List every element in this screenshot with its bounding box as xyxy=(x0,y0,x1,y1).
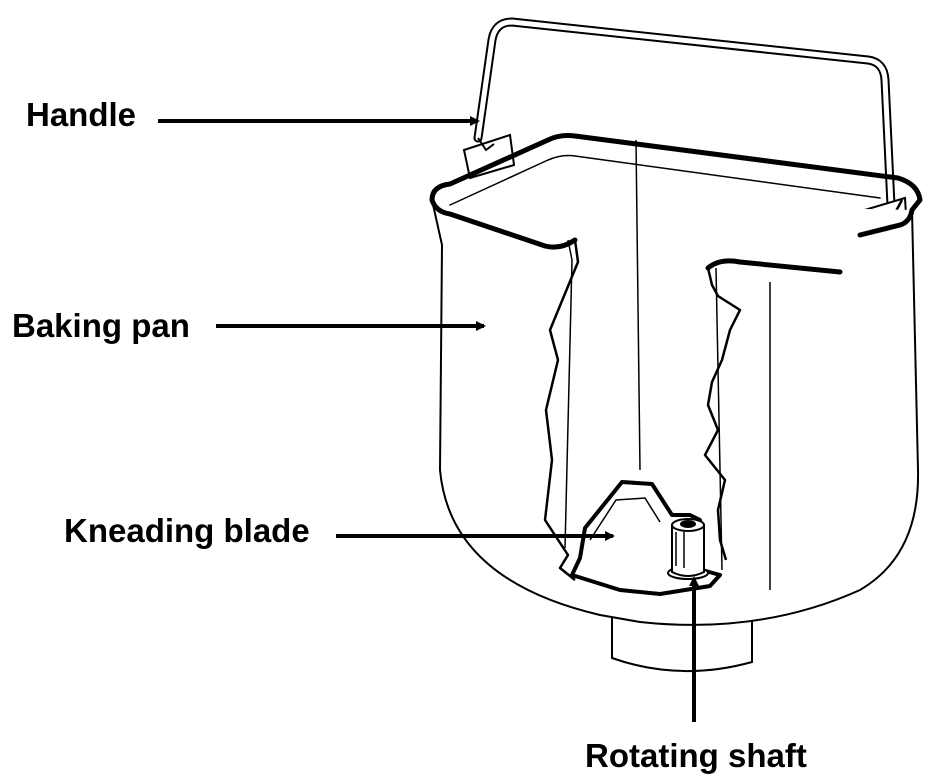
baking-pan-body xyxy=(431,139,920,626)
baking-pan-label: Baking pan xyxy=(12,307,190,344)
rotating-shaft xyxy=(667,518,709,580)
pan-base xyxy=(611,608,753,673)
handle-label: Handle xyxy=(26,96,137,133)
rotating-shaft-label: Rotating shaft xyxy=(585,737,807,774)
leader-arrows xyxy=(158,116,699,722)
handle-wire xyxy=(473,17,896,210)
left-handle-bracket xyxy=(462,133,516,180)
cutaway-edge xyxy=(543,239,742,581)
pan-rim xyxy=(429,133,923,275)
kneading-blade-label: Kneading blade xyxy=(64,512,310,549)
